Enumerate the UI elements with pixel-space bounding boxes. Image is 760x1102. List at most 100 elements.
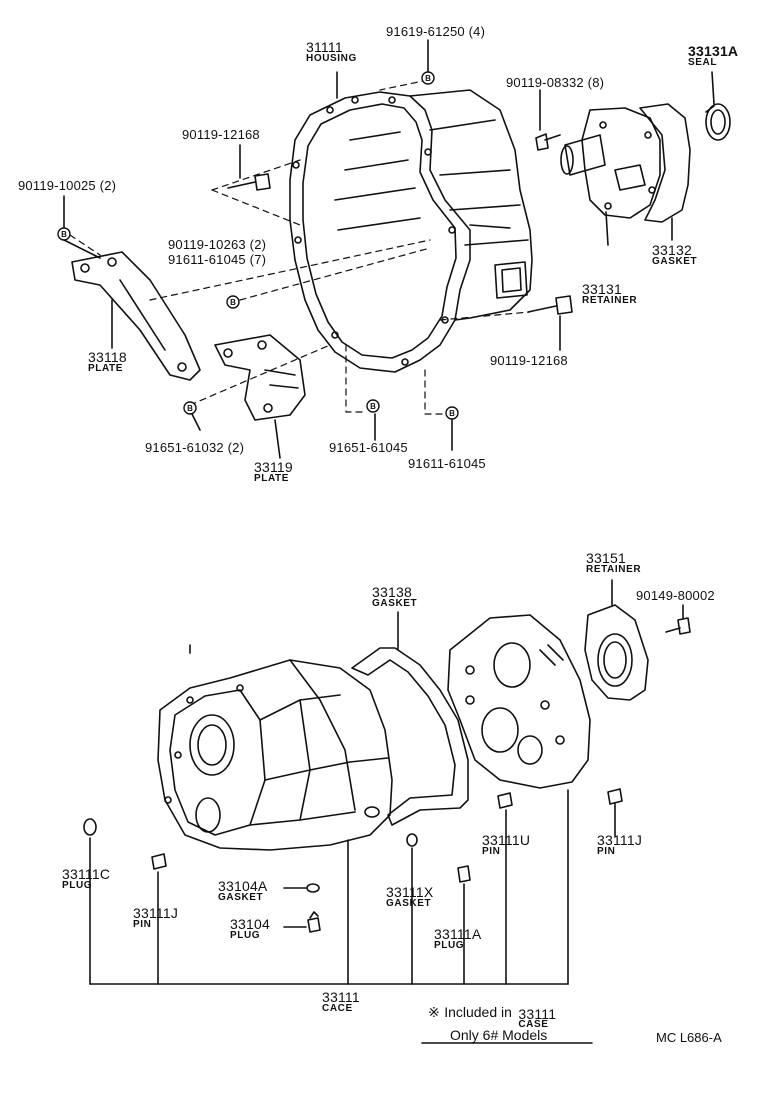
part-number: 33111J (133, 905, 179, 921)
part-number: 33111A (434, 926, 482, 942)
pin-33111j-left (151, 853, 167, 870)
note-text: Included in (444, 1004, 512, 1020)
plate-33119 (214, 334, 306, 421)
note-ref-name: CASE (518, 1019, 549, 1030)
part-number: 33138 (372, 584, 412, 600)
part-name: PLATE (254, 473, 290, 484)
guide-lines-upper (69, 79, 531, 415)
note-symbol: ※ (428, 1004, 440, 1020)
bolt-marker-10263 (226, 295, 240, 309)
label-33111-case: 33111 CACE (322, 989, 360, 1014)
label-33104-plug: 33104 PLUG (230, 916, 270, 941)
bolt-marker-91611 (445, 406, 459, 420)
part-name: HOUSING (306, 53, 357, 64)
label-91611-61045-b: 91611-61045 (7) (168, 252, 267, 267)
seal-33131a (705, 103, 731, 141)
bolt-80002 (665, 617, 691, 635)
part-name: GASKET (218, 892, 264, 903)
label-90119-10263: 90119-10263 (2) (168, 237, 267, 252)
part-name: RETAINER (582, 295, 638, 306)
label-90149-80002: 90149-80002 (636, 588, 715, 603)
label-91651-61045: 91651-61045 (329, 440, 408, 455)
part-name: RETAINER (586, 564, 642, 575)
part-name: PIN (597, 846, 616, 857)
gasket-33104a (306, 883, 320, 893)
part-name: CACE (322, 1003, 353, 1014)
part-name: GASKET (386, 898, 432, 909)
part-name: PIN (482, 846, 501, 857)
bolt-marker-10025 (57, 227, 71, 241)
gasket-33111x (406, 833, 418, 847)
bolt-12168-a (227, 173, 271, 191)
label-33131a-seal: 33131A SEAL (688, 43, 738, 68)
label-91611-61045: 91611-61045 (408, 456, 486, 471)
bolt-marker-61032 (183, 401, 197, 415)
part-number: 33111U (482, 832, 531, 848)
part-number: 33119 (254, 459, 293, 475)
label-33118-plate: 33118 PLATE (88, 349, 127, 374)
part-name: GASKET (652, 256, 698, 267)
label-33111x-gasket: 33111X GASKET (386, 884, 433, 909)
label-33132-gasket: 33132 GASKET (652, 242, 697, 267)
bolt-marker-text: B (370, 402, 376, 411)
note-ref-num: 33111 (518, 1006, 557, 1022)
label-33111j-pin-left: 33111J PIN (133, 905, 178, 930)
part-number: 33118 (88, 349, 127, 365)
label-33131-retainer: 33131 RETAINER (582, 281, 637, 306)
label-33111c-plug: 33111C PLUG (62, 866, 110, 891)
bolt-marker-text: B (449, 409, 455, 418)
part-number: 33111 (322, 989, 360, 1005)
part-name: PIN (133, 919, 152, 930)
bolt-markers (57, 71, 459, 420)
part-name: GASKET (372, 598, 418, 609)
bolt-08332 (535, 133, 561, 151)
label-91651-61032: 91651-61032 (2) (145, 440, 245, 455)
plug-33104 (307, 911, 321, 933)
retainer-33131 (560, 107, 661, 219)
label-33104a-gasket: 33104A GASKET (218, 878, 267, 903)
part-name: SEAL (688, 57, 718, 68)
part-number: 33111X (386, 884, 434, 900)
bolt-12168-b (527, 295, 573, 315)
clutch-housing (289, 89, 533, 373)
retainer-33151 (584, 604, 649, 701)
part-number: 33111J (597, 832, 643, 848)
pin-33111j-right (607, 788, 623, 805)
pin-33111u (497, 792, 513, 809)
plate-33118 (71, 251, 201, 381)
label-33151-retainer: 33151 RETAINER (586, 550, 641, 575)
part-name: PLUG (434, 940, 465, 951)
label-33119-plate: 33119 PLATE (254, 459, 293, 484)
bolt-marker-91651 (366, 399, 380, 413)
bolt-marker-text: B (187, 404, 193, 413)
part-number: 33104 (230, 916, 270, 932)
footnote: ※ Included in 33111 CASE (428, 1004, 556, 1030)
footnote-models: Only 6# Models (450, 1027, 548, 1043)
label-33111j-pin-right: 33111J PIN (597, 832, 642, 857)
label-91619-61250: 91619-61250 (4) (386, 24, 486, 39)
extension-housing (447, 614, 591, 789)
label-33138-gasket: 33138 GASKET (372, 584, 417, 609)
part-name: PLUG (230, 930, 261, 941)
part-number: 31111 (306, 39, 343, 55)
part-number: 33132 (652, 242, 692, 258)
gasket-33138 (351, 647, 469, 826)
label-90119-08332: 90119-08332 (8) (506, 75, 605, 90)
part-number: 33104A (218, 878, 268, 894)
label-90119-12168-b: 90119-12168 (490, 353, 568, 368)
bolt-marker-text: B (61, 230, 67, 239)
plug-33111a (457, 865, 471, 883)
reference-code: MC L686-A (656, 1030, 722, 1045)
gasket-33132 (639, 103, 691, 223)
label-90119-10025: 90119-10025 (2) (18, 178, 117, 193)
part-name: PLATE (88, 363, 124, 374)
transmission-case (157, 659, 393, 851)
part-number: 33111C (62, 866, 111, 882)
bolt-marker-text: B (425, 74, 431, 83)
bolt-marker-text: B (230, 298, 236, 307)
plug-33111c (83, 818, 97, 836)
bolt-marker-top (421, 71, 435, 85)
part-number: 33131 (582, 281, 622, 297)
label-31111-housing: 31111 HOUSING (306, 39, 357, 64)
